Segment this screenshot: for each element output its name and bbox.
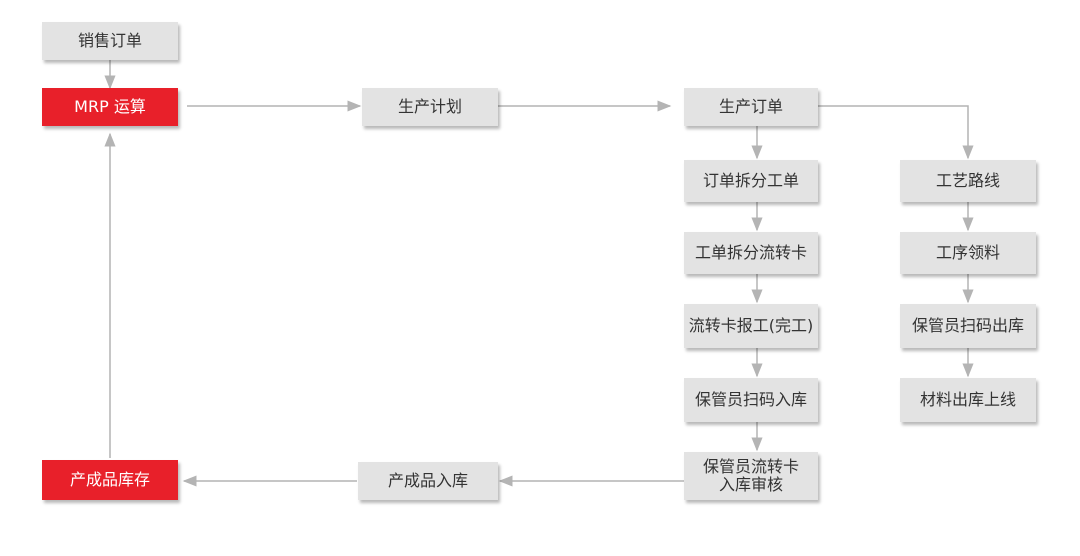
- node-label: 工序领料: [935, 243, 1000, 262]
- node-label: 保管员扫码入库: [694, 390, 807, 409]
- node-product-in: 产成品入库: [358, 462, 498, 500]
- node-keeper-scan-out: 保管员扫码出库: [900, 304, 1036, 348]
- node-label: 材料出库上线: [919, 390, 1016, 409]
- node-process-route: 工艺路线: [900, 160, 1036, 202]
- arrow-order-to-route: [818, 105, 974, 160]
- node-label: 工单拆分流转卡: [694, 243, 807, 262]
- node-label: 保管员扫码出库: [911, 316, 1024, 335]
- node-label: 流转卡报工(完工): [688, 316, 814, 335]
- node-mrp: MRP 运算: [42, 88, 178, 126]
- node-flow-card-report: 流转卡报工(完工): [684, 304, 818, 348]
- node-keeper-scan-in: 保管员扫码入库: [684, 378, 818, 422]
- node-production-order: 生产订单: [684, 88, 818, 126]
- node-label: 产成品库存: [69, 470, 150, 489]
- node-process-material: 工序领料: [900, 232, 1036, 274]
- node-keeper-flow-card-review: 保管员流转卡 入库审核: [684, 452, 818, 500]
- node-label: MRP 运算: [74, 97, 146, 116]
- node-label: 生产订单: [718, 97, 783, 116]
- node-label: 工艺路线: [935, 171, 1000, 190]
- node-label: 生产计划: [397, 97, 462, 116]
- node-material-online: 材料出库上线: [900, 378, 1036, 422]
- node-split-work-order: 订单拆分工单: [684, 160, 818, 202]
- node-label: 产成品入库: [387, 471, 468, 490]
- node-label: 保管员流转卡 入库审核: [702, 457, 799, 494]
- node-sales-order: 销售订单: [42, 22, 178, 60]
- node-production-plan: 生产计划: [362, 88, 498, 126]
- node-label: 销售订单: [77, 31, 142, 50]
- node-label: 订单拆分工单: [702, 171, 799, 190]
- node-product-stock: 产成品库存: [42, 460, 178, 500]
- node-split-flow-card: 工单拆分流转卡: [684, 232, 818, 274]
